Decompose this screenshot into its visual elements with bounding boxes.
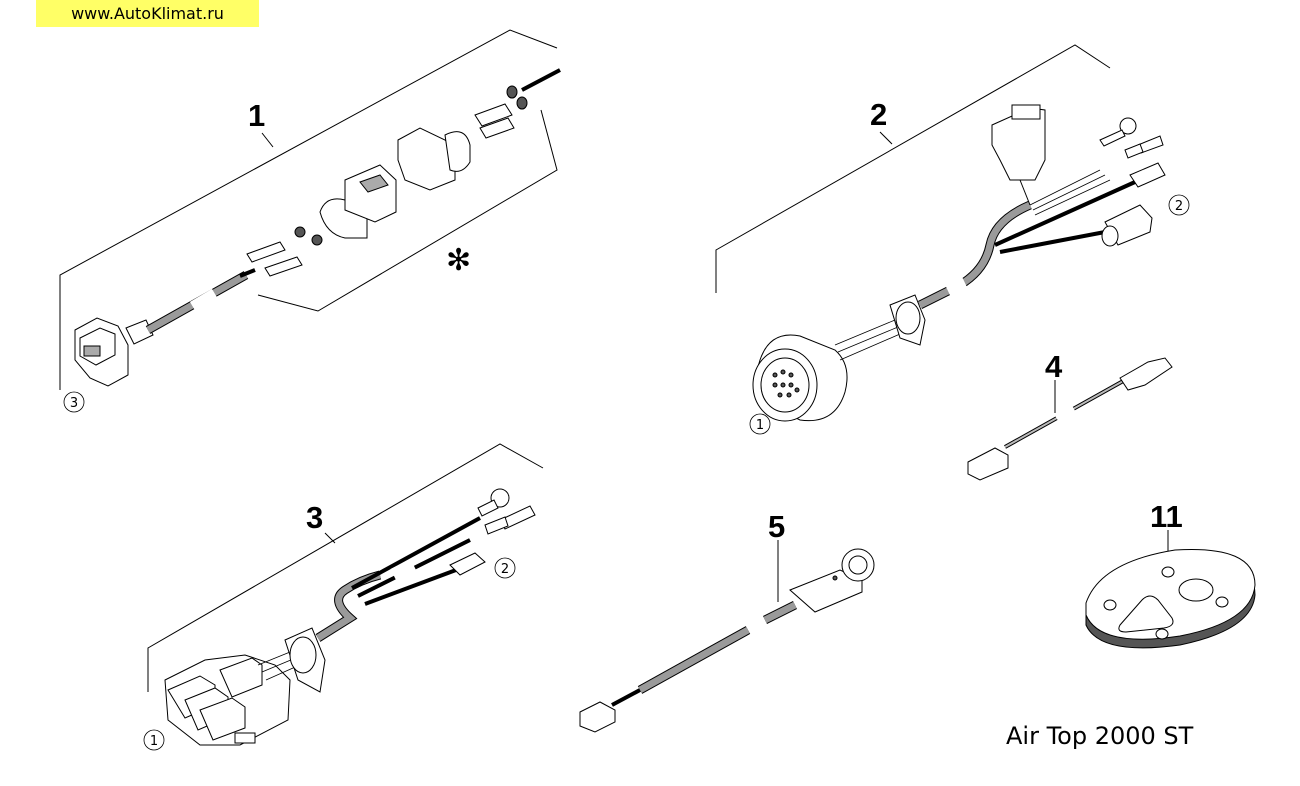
part-11-number: 11 bbox=[1150, 499, 1183, 534]
asterisk-note-icon: ✻ bbox=[446, 243, 471, 278]
watermark-label: www.AutoKlimat.ru bbox=[36, 0, 259, 27]
part-11-gasket bbox=[1085, 530, 1256, 649]
part-1-number: 1 bbox=[248, 98, 265, 133]
svg-text:3: 3 bbox=[70, 396, 78, 411]
svg-text:2: 2 bbox=[501, 562, 509, 577]
part-1-marker-3: 3 bbox=[63, 391, 85, 413]
part-3-marker-2: 2 bbox=[494, 557, 516, 579]
part-2-cable-harness bbox=[715, 44, 1166, 422]
model-label: Air Top 2000 ST bbox=[1006, 722, 1194, 750]
svg-text:1: 1 bbox=[756, 418, 764, 433]
svg-text:1: 1 bbox=[150, 734, 158, 749]
part-1-cable-harness bbox=[59, 29, 561, 390]
part-2-number: 2 bbox=[870, 97, 887, 132]
part-2-marker-2: 2 bbox=[1168, 194, 1190, 216]
part-3-number: 3 bbox=[306, 500, 323, 535]
part-2-marker-1: 1 bbox=[749, 413, 771, 435]
part-5-number: 5 bbox=[768, 509, 785, 544]
svg-text:2: 2 bbox=[1175, 199, 1183, 214]
part-3-cable-harness bbox=[147, 443, 544, 746]
part-3-marker-1: 1 bbox=[143, 729, 165, 751]
part-4-cable bbox=[967, 357, 1173, 481]
part-4-number: 4 bbox=[1045, 349, 1063, 384]
part-5-temperature-sensor bbox=[579, 540, 875, 733]
